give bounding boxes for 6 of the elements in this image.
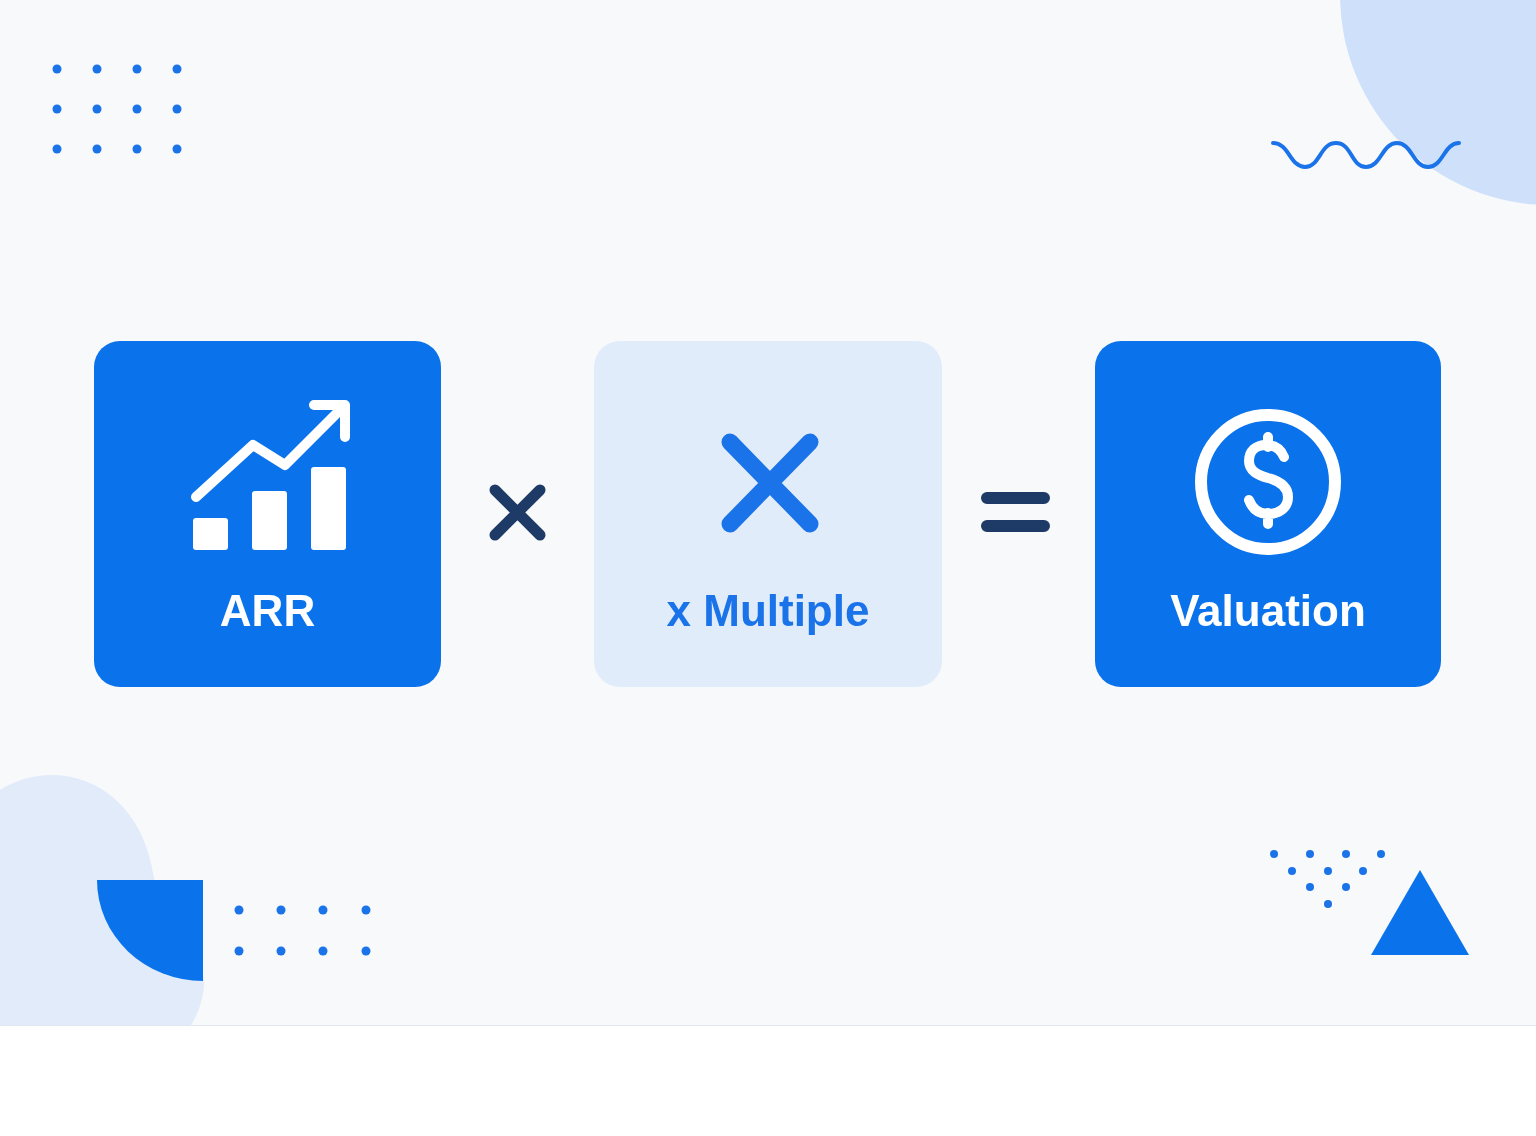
formula-card xyxy=(594,341,942,687)
formula-card xyxy=(94,341,441,687)
card-label: x Multiple xyxy=(666,586,870,636)
card-label: ARR xyxy=(219,586,316,636)
formula-card xyxy=(1095,341,1441,687)
card-label: Valuation xyxy=(1170,586,1366,636)
